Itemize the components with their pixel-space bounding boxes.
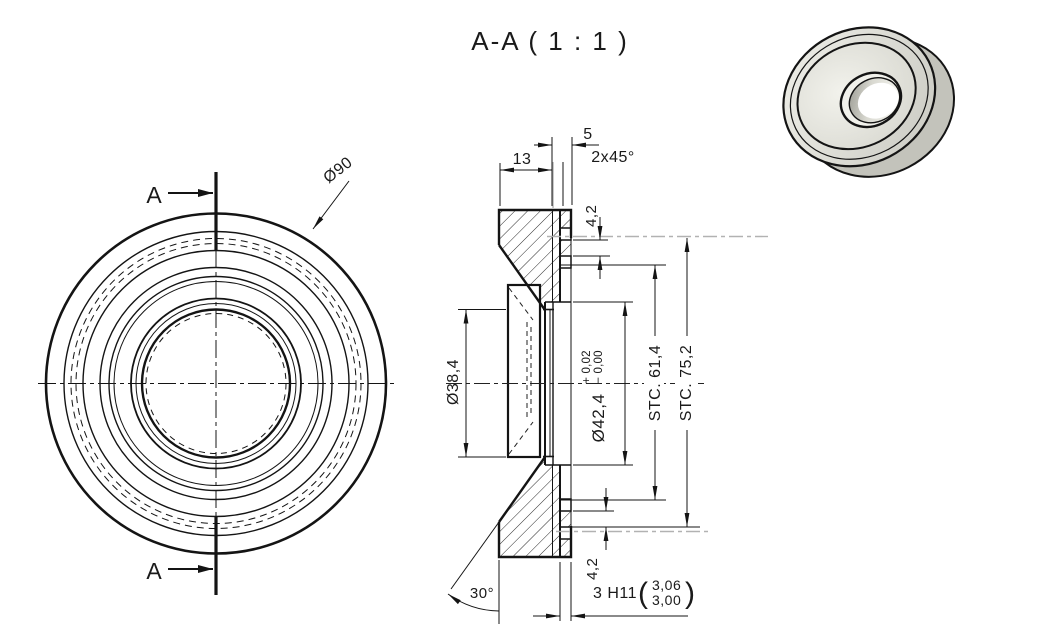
section-label-top: A [146, 182, 162, 208]
iso-bore-opening [857, 82, 899, 119]
dim-counterbore-diameter[interactable]: Ø42,4 [589, 394, 608, 443]
bore-sleeve [506, 283, 542, 459]
dim-angle-lines [447, 521, 500, 624]
dim-cone-angle[interactable]: 30° [470, 585, 494, 602]
dim-groove-depth-top-lines [573, 217, 610, 279]
highlighted-reference-lines [547, 162, 768, 533]
dim-groove-depth-bottom[interactable]: 4,2 [584, 558, 601, 580]
bore-hidden-lines [508, 287, 534, 455]
section-view[interactable]: 13 5 2x45° 4,2 Ø38,4 Ø42,4 + 0,02 − 0,00… [445, 126, 768, 624]
section-label-bottom: A [146, 558, 162, 584]
dim-groove-depth-top[interactable]: 4,2 [583, 205, 600, 227]
dim-counterbore-tol-plus[interactable]: + 0,02 [581, 350, 593, 384]
groove-paren-close: ) [685, 577, 696, 610]
dim-groove-depth-bottom-lines [573, 488, 614, 550]
dim-counterbore-lines [573, 301, 633, 466]
stc-inner-text-bg [644, 336, 664, 430]
dim-counterbore-tol-minus[interactable]: − 0,00 [593, 350, 605, 384]
dim-chamfer[interactable]: 2x45° [591, 149, 635, 166]
iso-view[interactable] [759, 0, 978, 208]
groove-width-max: 3,06 [652, 577, 681, 593]
front-view[interactable]: A A Ø90 [38, 154, 397, 595]
outer-diameter-leader [312, 180, 350, 230]
dim-groove-width-lines [533, 562, 688, 621]
section-title: A-A ( 1 : 1 ) [471, 26, 629, 56]
groove-width-value: 3 H11 [593, 585, 637, 602]
dim-bore-lines [458, 309, 506, 458]
dim-width-13[interactable]: 13 [513, 151, 532, 168]
dim-stc-outer[interactable]: STC. 75,2 [678, 345, 695, 422]
stc-outer-text-bg [675, 336, 694, 430]
groove-paren-open: ( [638, 577, 649, 610]
iso-rim-edge [789, 33, 929, 160]
groove-cells-bottom [559, 498, 572, 540]
dim-groove-width-text[interactable]: 3 H11 ( 3,06 3,00 ) [593, 577, 696, 610]
outer-diameter-label[interactable]: Ø90 [320, 154, 355, 187]
dim-stc-inner[interactable]: STC. 61,4 [647, 345, 664, 422]
groove-width-min: 3,00 [652, 592, 681, 608]
dim-bore-diameter[interactable]: Ø38,4 [445, 359, 462, 405]
top-extension-lines [499, 137, 573, 206]
groove-cells-top [559, 227, 572, 269]
dim-flange-5[interactable]: 5 [583, 126, 592, 143]
